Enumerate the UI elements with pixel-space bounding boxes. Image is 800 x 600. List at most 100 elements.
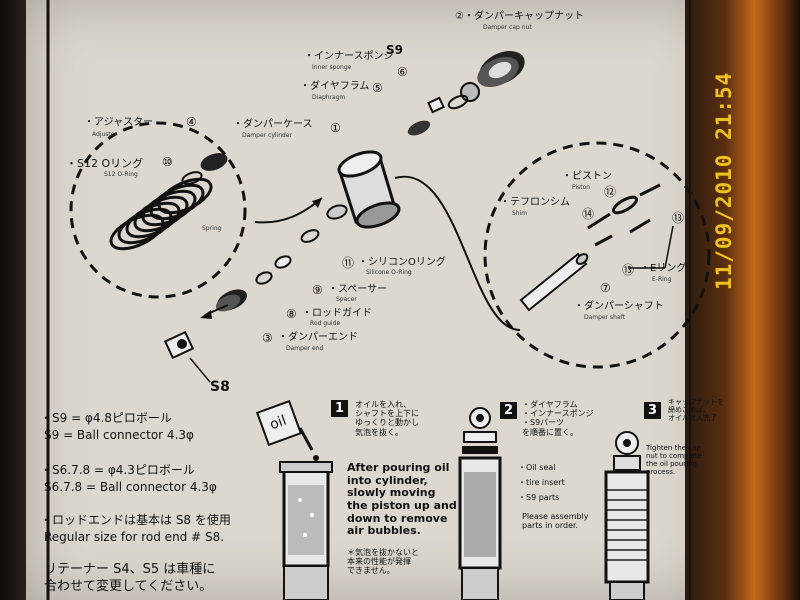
spacer-part (274, 255, 292, 269)
oil-bottle-icon (255, 399, 319, 461)
step1-jp: オイルを入れ、シャフトを上下にゆっくりと動かし気泡を抜く。 (355, 400, 419, 437)
damper-cap-nut-part (477, 51, 525, 88)
silicone-oring-label: ・シリコンOリング (358, 257, 446, 268)
step2-number: 2 (500, 402, 517, 419)
s9-ball-part (447, 82, 480, 110)
adjuster-num: ④ (186, 115, 197, 129)
s12-oring-en: S12 O-Ring (104, 171, 138, 178)
camera-date-stamp: 11/09/2010 21:54 (712, 71, 736, 290)
e-ring-en: E-Ring (652, 276, 672, 283)
piston-en: Piston (572, 184, 591, 191)
rod-guide-part (215, 289, 247, 312)
silicone-oring-en: Silicone O-Ring (366, 269, 412, 276)
s9-label: S9 (386, 43, 403, 57)
step2-jp: ・ダイヤフラム・インナースポンジ・S9パーツを順番に置く。 (522, 400, 594, 437)
diaphragm-part (407, 120, 431, 136)
shim-num: ⑭ (582, 207, 595, 221)
note-rod-end-jp: ・ロッドエンドは基本は S8 を使用 (40, 513, 231, 527)
shim-label: ・テフロンシム (500, 197, 570, 208)
piston-part (611, 195, 639, 215)
note-rod-end-en: Regular size for rod end # S8. (44, 530, 225, 544)
piston-label: ・ピストン (562, 171, 612, 182)
e-ring-leader (664, 225, 674, 269)
eclip-top-num: ⑬ (672, 211, 685, 225)
diaphragm-en: Diaphragm (312, 94, 346, 101)
damper-cylinder-part (326, 150, 401, 229)
oring-part (255, 271, 273, 285)
e-ring-top-part (639, 183, 661, 197)
step1-number: 1 (331, 400, 348, 417)
step2-en: ・Oil seal・tire insert・S9 parts (518, 463, 565, 503)
damper-cap-nut-label: ②・ダンパーキャップナット (455, 11, 584, 22)
note-retainer-jp1: リテーナー S4、S5 は車種に (44, 562, 216, 577)
inner-sponge-label: ・インナースポンジ (304, 51, 394, 62)
note-s678-en: S6.7.8 = Ball connector 4.3φ (44, 480, 217, 494)
rod-guide-en: Rod guide (310, 320, 341, 327)
damper-shaft-label: ・ダンパーシャフト (574, 301, 664, 312)
damper-end-en: Damper end (286, 345, 324, 352)
step3-jp: キャップナットを締めこめば、オイル封入完了 (668, 398, 724, 423)
adjuster-part (200, 153, 228, 171)
background-right (685, 0, 800, 600)
s8-label: S8 (210, 379, 230, 395)
damper-end-num: ③ (262, 331, 273, 345)
rod-guide-num: ⑧ (286, 307, 297, 321)
inner-sponge-en: Inner sponge (312, 64, 352, 71)
s12-oring-num: ⑩ (162, 155, 173, 169)
spring-group-circle (69, 121, 247, 299)
step3-number: 3 (644, 402, 661, 419)
instruction-sheet (26, 0, 716, 600)
piston-group-circle (483, 141, 711, 369)
e-ring-label: ・Eリング (640, 263, 687, 274)
damper-shaft-en: Damper shaft (584, 314, 625, 321)
assembly-arrowhead (312, 198, 322, 208)
note-s9-jp: ・S9 = φ4.8ピロボール (40, 411, 172, 425)
spring-part (109, 177, 213, 251)
step3-damper-illustration (604, 431, 650, 600)
silicone-oring-part (300, 229, 320, 243)
step1-damper-illustration (279, 461, 333, 600)
spring-label: Spring (202, 225, 222, 232)
shim-part-2 (629, 218, 651, 234)
piston-num: ⑫ (604, 185, 617, 199)
adjuster-en: Adjuster (92, 131, 117, 138)
adjuster-label: ・アジャスター (84, 117, 154, 128)
silicone-oring-num: ⑪ (342, 256, 355, 270)
diaphragm-label: ・ダイヤフラム (300, 81, 370, 92)
spacer-en: Spacer (336, 296, 357, 303)
damper-end-label: ・ダンパーエンド (278, 332, 358, 343)
damper-cylinder-en: Damper cylinder (242, 132, 292, 139)
inner-sponge-num: ⑥ (397, 65, 408, 79)
damper-end-part (163, 330, 195, 360)
spacer-num: ⑨ (312, 283, 323, 297)
diaphragm-num: ⑤ (372, 81, 383, 95)
note-s9-en: S9 = Ball connector 4.3φ (44, 428, 194, 442)
note-s678-jp: ・S6.7.8 = φ4.3ピロボール (40, 463, 195, 477)
e-ring-num: ⑬ (622, 263, 635, 277)
spacer-label: ・スペーサー (328, 284, 388, 295)
damper-cylinder-label: ・ダンパーケース (233, 119, 313, 130)
rod-guide-arrowhead (200, 310, 212, 319)
inner-sponge-part (427, 96, 445, 114)
s8-leader (189, 357, 211, 383)
shim-en: Shim (512, 210, 528, 217)
damper-cap-nut-en: Damper cap nut (483, 24, 532, 31)
shim-part (587, 212, 611, 230)
e-ring-lower-part (594, 234, 613, 247)
s12-oring-label: ・S12 Oリング (66, 157, 144, 170)
damper-cylinder-num: ① (330, 121, 341, 135)
step1-note: ＊気泡を抜かないと本来の性能が発揮できません。 (347, 548, 419, 576)
damper-shaft-part (519, 252, 589, 312)
rod-guide-label: ・ロッドガイド (302, 308, 372, 319)
note-retainer-jp2: 合わせて変更してください。 (44, 579, 213, 594)
step2-damper-illustration (458, 407, 502, 600)
damper-shaft-num: ⑦ (600, 281, 611, 295)
oil-route-line (394, 175, 521, 331)
background-left (0, 0, 30, 600)
assembly-arrow (254, 197, 323, 224)
